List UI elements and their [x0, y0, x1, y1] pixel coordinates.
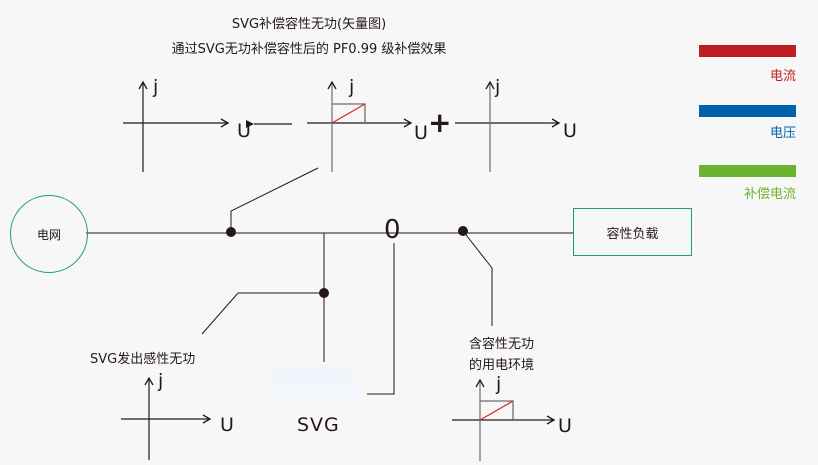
- axis-label-j: j: [158, 370, 164, 392]
- axis-label-u: U: [237, 120, 251, 142]
- vector-plot-compensated: [307, 80, 413, 172]
- vector-plot-capacitive-env: [452, 378, 556, 461]
- vector-plot-result: [455, 80, 561, 172]
- legend-swatch-voltage: [699, 105, 796, 117]
- diagram-subtitle: 通过SVG无功补偿容性后的 PF0.99 级补偿效果: [171, 42, 447, 57]
- zero-point-label: 0: [384, 215, 401, 245]
- power-grid-node: 电网: [10, 195, 88, 273]
- svg-device-icon: [267, 365, 360, 401]
- plus-icon: +: [428, 106, 452, 139]
- axis-label-u: U: [558, 415, 572, 437]
- axis-label-j: j: [349, 76, 355, 98]
- leader-line-svg: [201, 292, 324, 335]
- svg-inductive-annotation: SVG发出感性无功: [90, 352, 196, 367]
- axis-label-u: U: [414, 122, 428, 144]
- axis-label-u: U: [563, 120, 577, 142]
- capacitive-env-annotation-line2: 的用电环境: [469, 358, 535, 373]
- diagram-title: SVG补偿容性无功(矢量图): [231, 17, 387, 32]
- current-vector: [331, 103, 366, 124]
- leader-line-load: [462, 230, 493, 326]
- legend-label-voltage: 电压: [769, 126, 796, 141]
- axis-label-u: U: [220, 414, 234, 436]
- power-grid-label: 电网: [36, 227, 61, 242]
- axis-label-j: j: [496, 373, 502, 395]
- capacitive-load-label: 容性负载: [606, 226, 659, 242]
- svg-device-label: SVG: [297, 414, 340, 436]
- vector-plot-original: [123, 80, 230, 172]
- capacitive-load-node: 容性负载: [573, 208, 692, 256]
- legend-label-compensation: 补偿电流: [743, 187, 796, 202]
- capacitive-env-annotation-line1: 含容性无功: [469, 337, 535, 352]
- legend-swatch-current: [699, 45, 796, 57]
- axis-label-j: j: [495, 76, 501, 98]
- vector-plot-svg-output: [121, 376, 212, 460]
- junction-dot: [226, 227, 236, 237]
- legend-label-current: 电流: [769, 69, 796, 84]
- axis-label-j: j: [153, 76, 159, 98]
- legend-swatch-compensation: [699, 165, 796, 177]
- svg-return-line: [367, 243, 395, 395]
- leader-line-top: [230, 167, 319, 232]
- current-vector: [479, 400, 514, 421]
